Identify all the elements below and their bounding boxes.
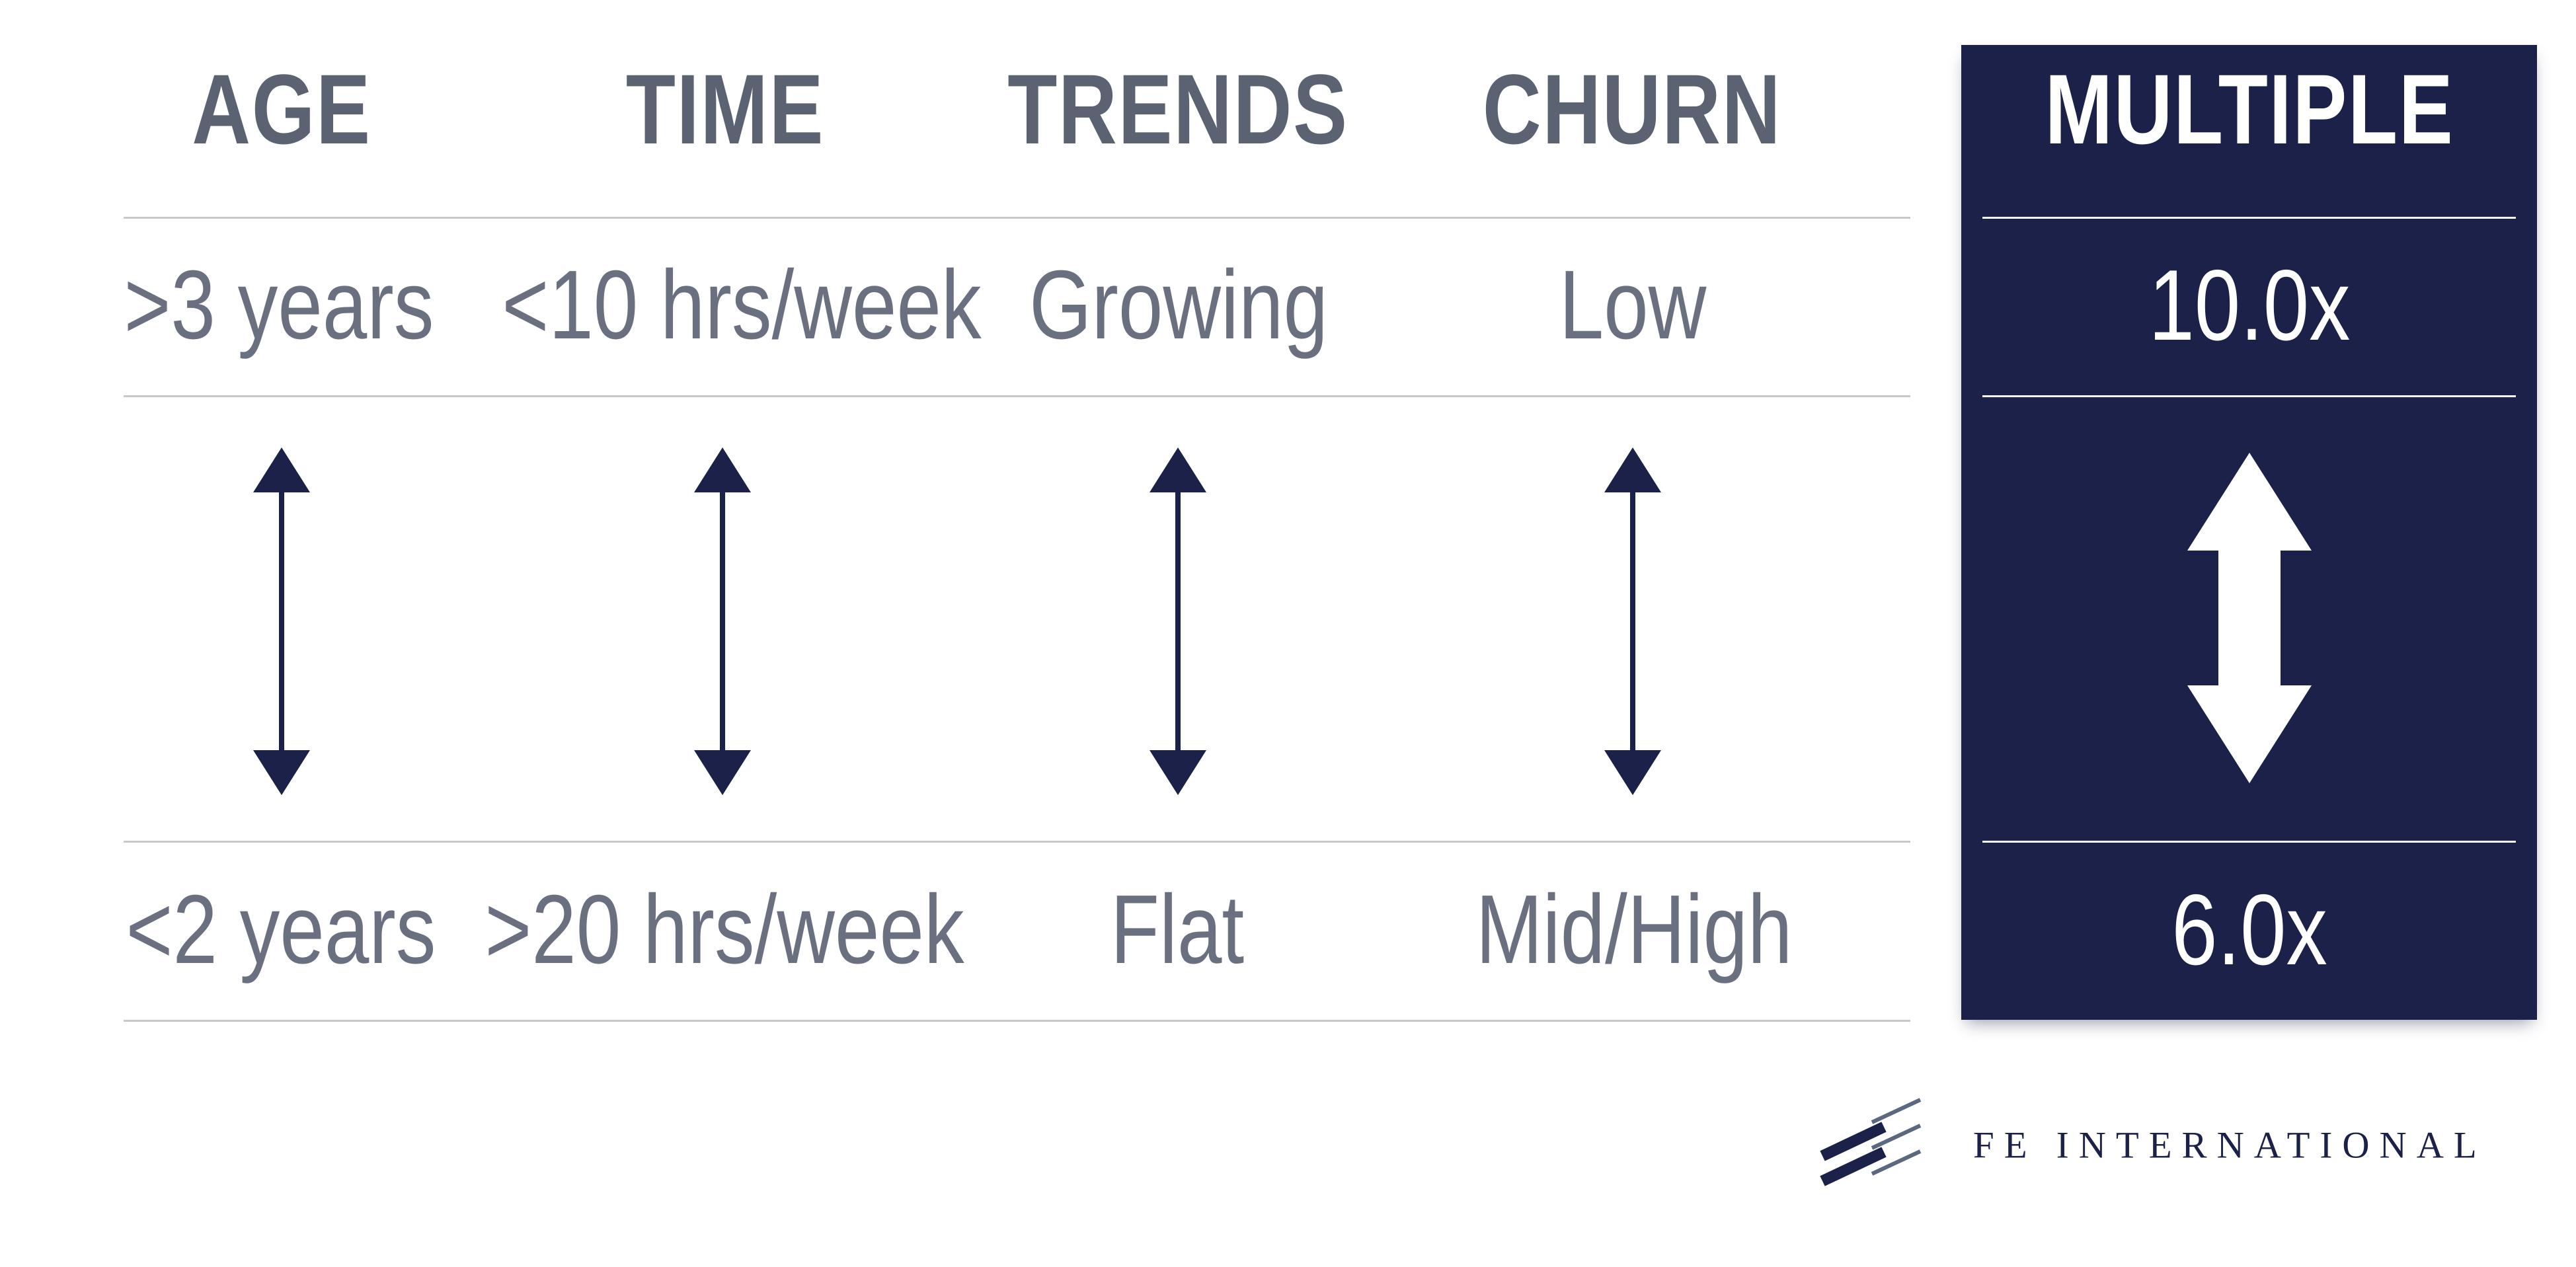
column-header-trends: TRENDS <box>1007 54 1348 165</box>
value-trends-high: Growing <box>1029 250 1328 360</box>
value-churn-high: Low <box>1559 250 1707 360</box>
divider-row1-bottom <box>124 395 1910 397</box>
panel-value-low: 6.0x <box>2171 874 2327 986</box>
panel-separator-2 <box>1982 395 2516 397</box>
panel-value-high: 10.0x <box>2148 249 2351 362</box>
value-age-high: >3 years <box>124 250 434 360</box>
range-arrow-age-icon <box>253 447 311 798</box>
column-header-age: AGE <box>192 54 371 165</box>
fe-international-logo-icon <box>1816 1089 1929 1198</box>
value-churn-low: Mid/High <box>1475 875 1793 984</box>
range-arrow-time-icon <box>693 447 752 798</box>
value-age-low: <2 years <box>126 875 436 984</box>
divider-header-bottom <box>124 217 1910 219</box>
panel-separator-1 <box>1982 217 2516 219</box>
range-arrow-churn-icon <box>1604 447 1662 798</box>
divider-row2-top <box>124 841 1910 843</box>
range-arrow-trends-icon <box>1149 447 1207 798</box>
multiple-range-arrow-icon <box>2186 453 2313 787</box>
column-header-churn: CHURN <box>1482 54 1782 165</box>
panel-separator-3 <box>1982 841 2516 843</box>
divider-row2-bottom <box>124 1020 1910 1022</box>
fe-international-wordmark: FE INTERNATIONAL <box>1973 1124 2487 1167</box>
column-header-time: TIME <box>625 54 825 165</box>
value-trends-low: Flat <box>1110 875 1245 984</box>
panel-header-multiple: MULTIPLE <box>2045 54 2454 165</box>
value-time-low: >20 hrs/week <box>485 875 964 984</box>
value-time-high: <10 hrs/week <box>502 250 982 360</box>
